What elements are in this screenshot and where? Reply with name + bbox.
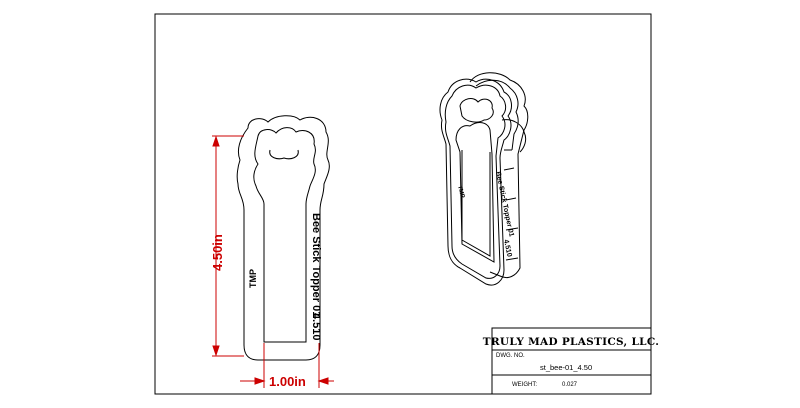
front-view-label-code: 4.510: [310, 313, 322, 341]
dwg-no-value: st_bee-01_4.50: [540, 363, 592, 372]
sheet-border: [154, 13, 652, 395]
iso-back-outline: [469, 72, 529, 279]
title-block-frame: [491, 327, 652, 395]
iso-front-thickness: [444, 84, 507, 279]
iso-back-outline-2: [475, 79, 519, 151]
width-dimension: [240, 343, 334, 388]
width-arrow-left: [254, 377, 266, 385]
iso-view-label-main: Bee Stick Topper 01: [494, 171, 515, 238]
front-view-inner-outline: [253, 127, 316, 343]
company-name: TRULY MAD PLASTICS, LLC.: [483, 336, 660, 348]
width-dimension-label: 1.00in: [269, 374, 306, 389]
height-dimension: [212, 135, 244, 357]
iso-view-label-code: 4.510: [502, 239, 513, 258]
height-dimension-label: 4.50in: [210, 234, 225, 271]
isometric-view: [439, 72, 529, 286]
front-view: [236, 115, 330, 361]
iso-inner-cavity: [455, 122, 495, 263]
width-arrow-right: [317, 377, 329, 385]
iso-side-ridges: [503, 149, 519, 261]
dwg-no-label: DWG. NO.: [496, 353, 525, 359]
iso-front-outer: [439, 78, 512, 286]
front-view-tmp-label: TMP: [248, 269, 258, 288]
title-block: [491, 327, 652, 395]
height-arrow-bottom: [212, 345, 220, 357]
front-view-neck-detail: [269, 149, 299, 160]
iso-head-detail: [459, 98, 494, 123]
iso-inner-cavity-depth: [461, 150, 491, 257]
weight-value: 0.027: [562, 382, 578, 388]
height-arrow-top: [212, 135, 220, 147]
weight-label: WEIGHT:: [512, 382, 537, 388]
front-view-outer-outline: [236, 115, 330, 361]
front-view-label-main: Bee Stick Topper 01: [310, 213, 322, 317]
iso-view-tmp-label: TMP: [456, 185, 465, 199]
